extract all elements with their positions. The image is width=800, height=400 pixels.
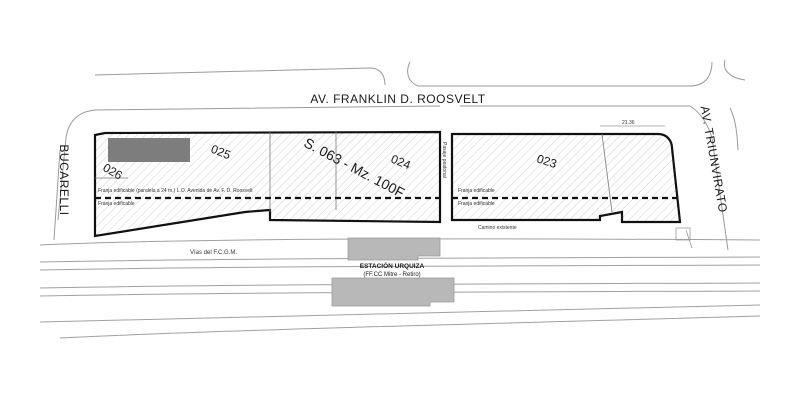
station-name: ESTACIÓN URQUIZA (360, 261, 425, 270)
passage-annotation: Pasaje peatonal (441, 142, 447, 178)
setback-annotation: Franja edificable (458, 201, 495, 207)
setback-annotation: Franja edificable (paralela a 24 m.) L.O… (98, 188, 253, 194)
easement-annotation: Camino existente (478, 225, 517, 231)
station-line: (FF.CC Mitre - Retiro) (363, 272, 420, 278)
street-name-north: AV. FRANKLIN D. ROOSVELT (310, 92, 485, 106)
rail-label: Vías del F.C.G.M. (190, 250, 237, 256)
block-west (93, 130, 442, 238)
setback-annotation: Franja edificable (98, 201, 135, 207)
road-edges (53, 59, 746, 251)
street-name-east: AV. TRIUNVIRATO (698, 105, 731, 214)
block-east (450, 125, 682, 224)
building-footprint (108, 138, 190, 162)
street-name-west: BUCARELLI (57, 144, 71, 215)
lot-number: 023 (535, 152, 559, 172)
station-buildings (331, 237, 455, 307)
setback-annotation: Franja edificable (458, 188, 495, 194)
dimension-label: 21.36 (622, 120, 635, 126)
